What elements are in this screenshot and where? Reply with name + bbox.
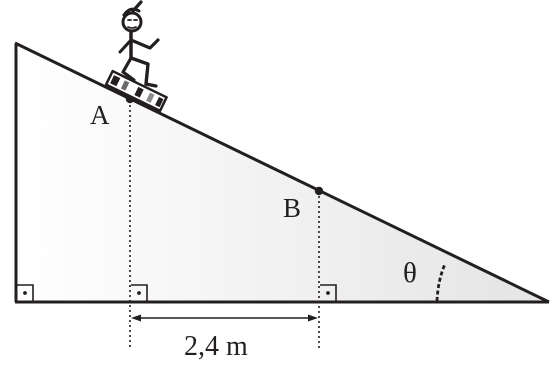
right-angle-icon	[17, 284, 34, 301]
point-b-marker	[314, 186, 324, 196]
ramp-incline	[14, 41, 550, 304]
stick-figure-on-sled-icon	[104, 0, 168, 113]
distance-label: 2,4 m	[184, 331, 248, 362]
point-a-label: A	[90, 100, 110, 130]
point-b-label: B	[283, 193, 301, 223]
angle-arc	[435, 263, 447, 302]
right-angle-icon	[320, 284, 337, 301]
right-angle-icon	[131, 284, 148, 301]
distance-arrow	[131, 314, 318, 322]
angle-label: θ	[403, 257, 417, 289]
